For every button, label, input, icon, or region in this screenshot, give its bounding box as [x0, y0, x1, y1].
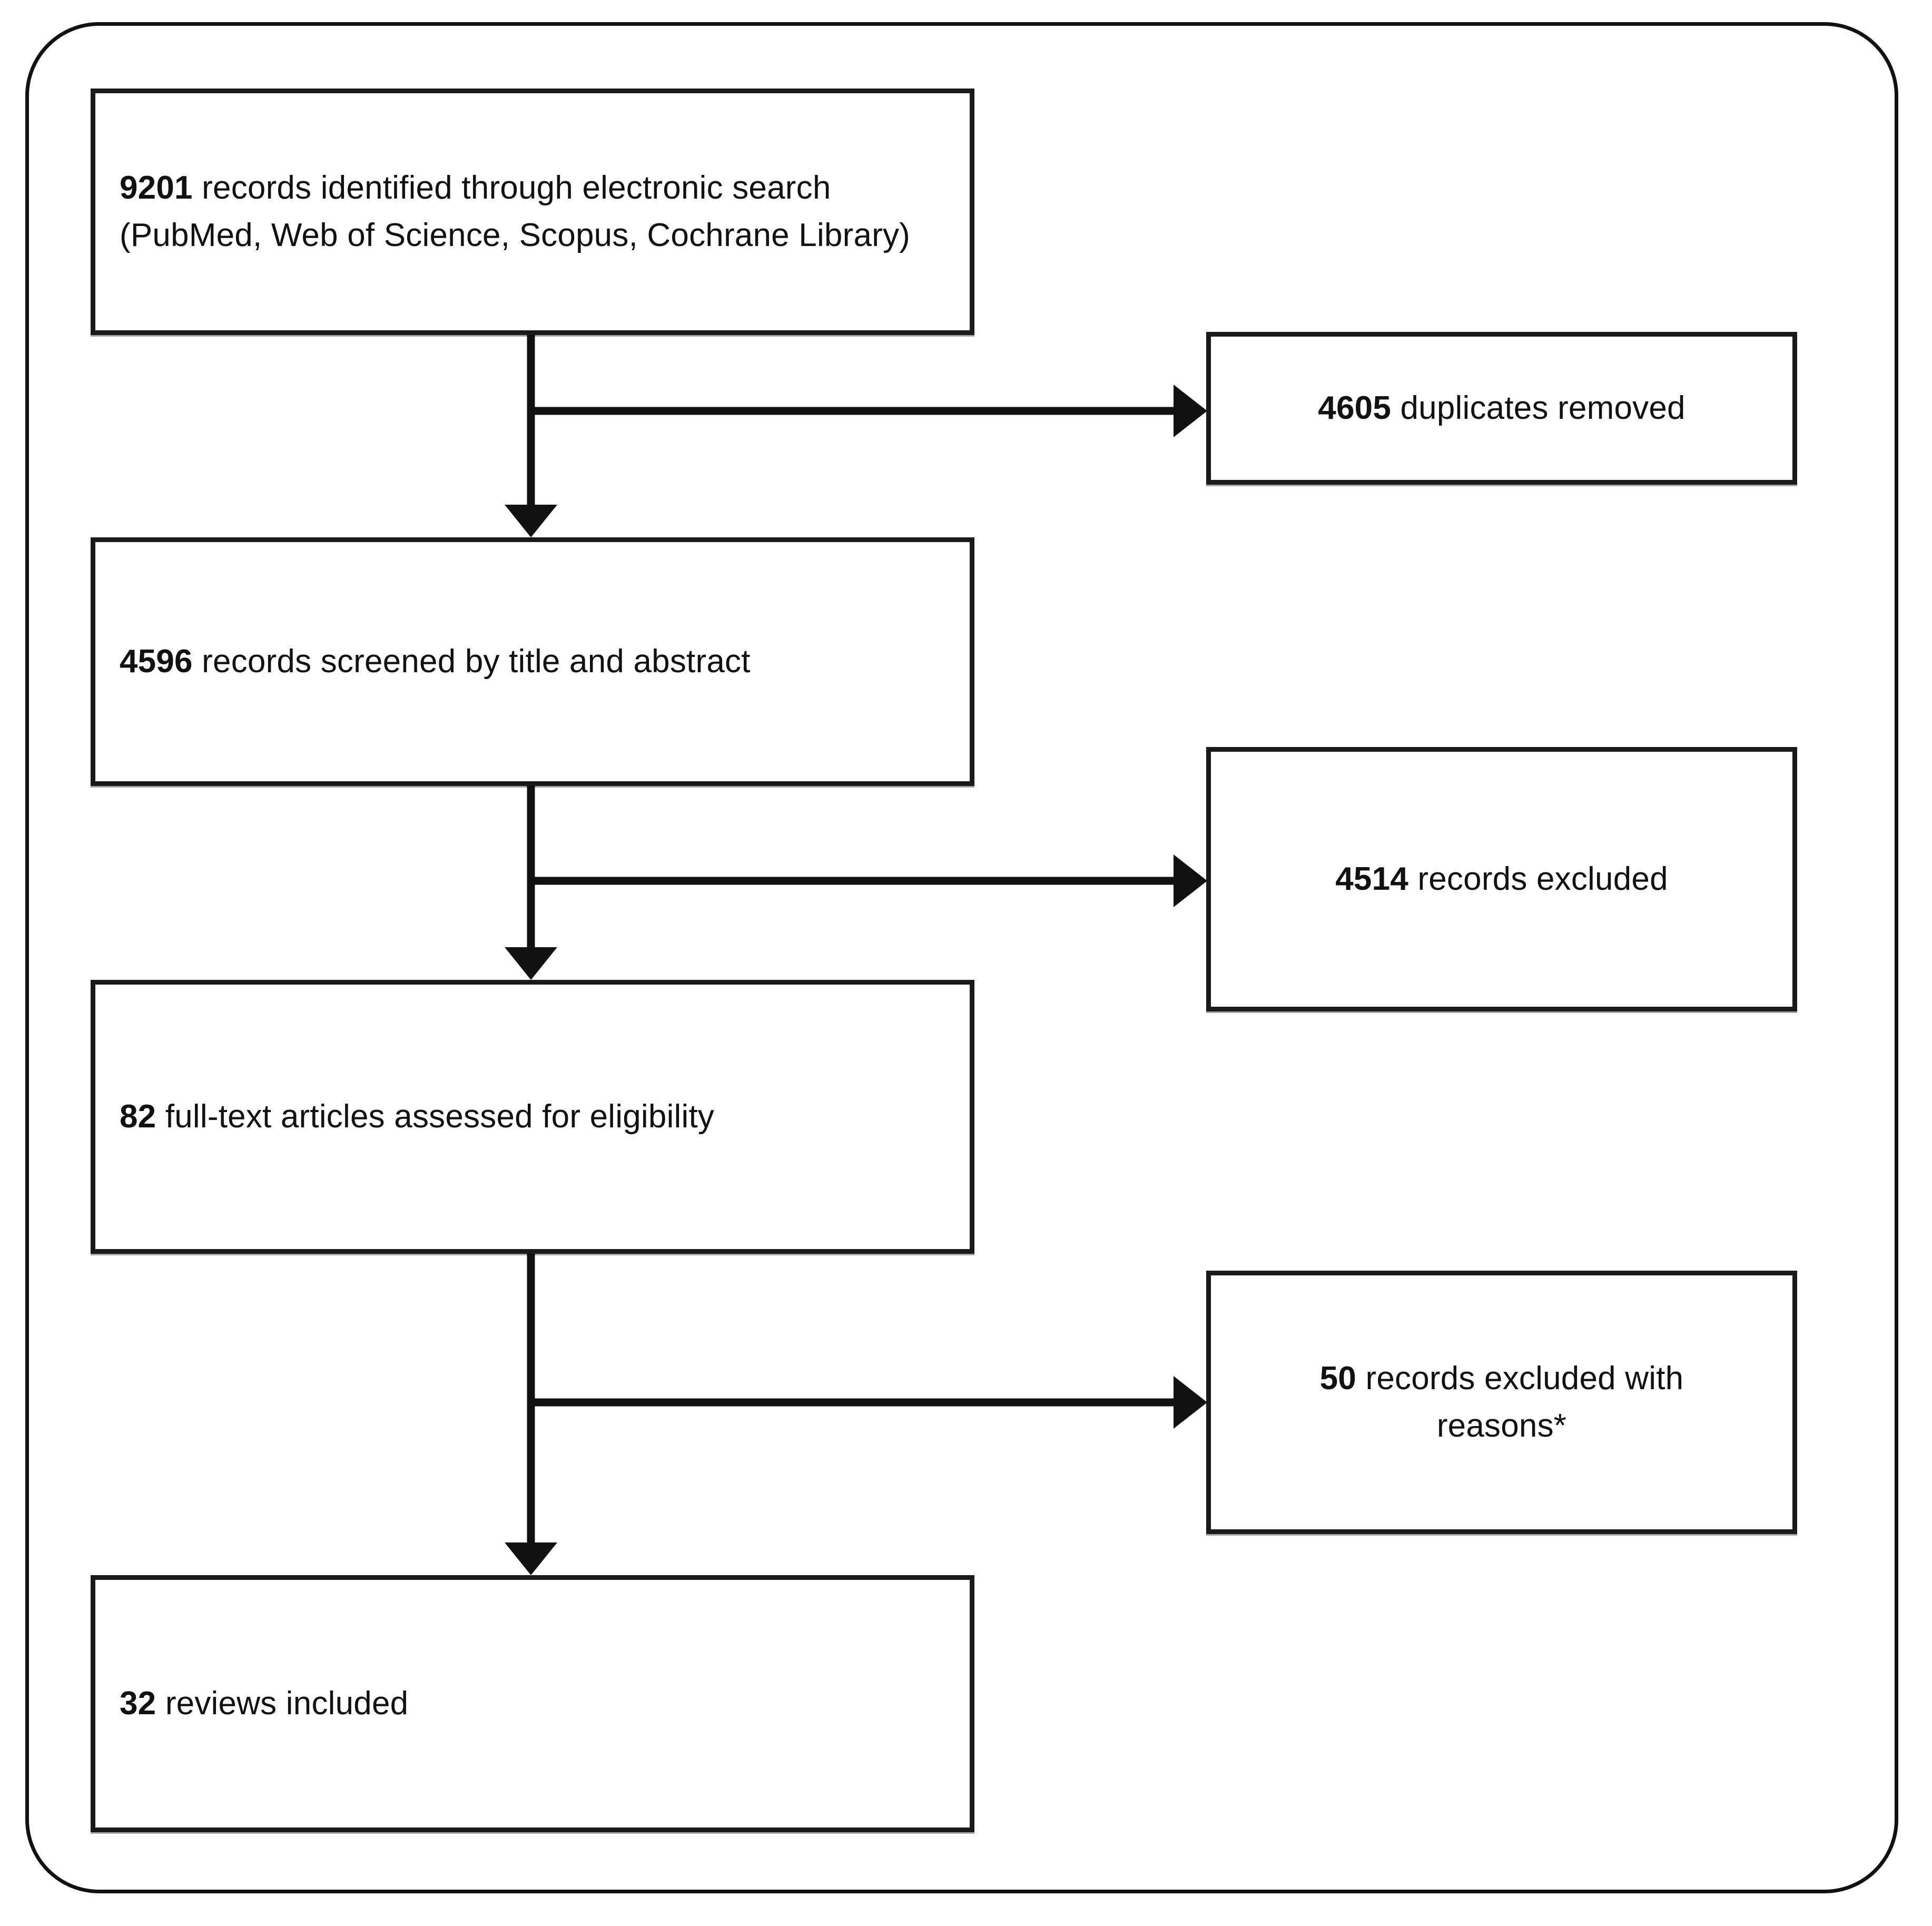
- records-screened-label: records screened by title and abstract: [202, 643, 751, 680]
- duplicates-removed-text: 4605 duplicates removed: [1286, 385, 1717, 432]
- duplicates-removed-box: 4605 duplicates removed: [1206, 332, 1797, 485]
- records-excluded-text: 4514 records excluded: [1304, 856, 1700, 903]
- records-excluded-with-reasons-line1: records excluded with: [1365, 1360, 1684, 1397]
- records-excluded-label: records excluded: [1417, 861, 1668, 898]
- records-excluded-with-reasons-count: 50: [1319, 1360, 1357, 1397]
- records-screened-box: 4596 records screened by title and abstr…: [91, 537, 974, 786]
- records-excluded-count: 4514: [1335, 861, 1408, 898]
- diagram-outer-frame: [25, 22, 1898, 1893]
- reviews-included-count: 32: [120, 1685, 156, 1722]
- records-excluded-with-reasons-text: 50 records excluded with reasons*: [1288, 1355, 1716, 1450]
- records-identified-line1: records identified through electronic se…: [202, 170, 831, 207]
- records-screened-text: 4596 records screened by title and abstr…: [95, 638, 775, 685]
- records-identified-text: 9201 records identified through electron…: [95, 164, 934, 259]
- reviews-included-text: 32 reviews included: [95, 1680, 432, 1727]
- full-text-assessed-count: 82: [120, 1098, 156, 1135]
- reviews-included-box: 32 reviews included: [91, 1575, 974, 1832]
- records-identified-count: 9201: [120, 170, 193, 207]
- records-excluded-with-reasons-line2: reasons*: [1436, 1408, 1567, 1444]
- full-text-assessed-box: 82 full-text articles assessed for eligi…: [91, 980, 974, 1254]
- reviews-included-label: reviews included: [165, 1685, 409, 1722]
- records-excluded-with-reasons-box: 50 records excluded with reasons*: [1206, 1271, 1797, 1534]
- records-excluded-box: 4514 records excluded: [1206, 747, 1797, 1011]
- full-text-assessed-text: 82 full-text articles assessed for eligi…: [95, 1093, 738, 1141]
- duplicates-removed-count: 4605: [1318, 390, 1392, 427]
- full-text-assessed-label: full-text articles assessed for eligibil…: [165, 1098, 715, 1135]
- records-identified-box: 9201 records identified through electron…: [91, 89, 974, 335]
- records-screened-count: 4596: [120, 643, 193, 680]
- duplicates-removed-label: duplicates removed: [1400, 390, 1685, 427]
- records-identified-line2: (PubMed, Web of Science, Scopus, Cochran…: [120, 217, 911, 253]
